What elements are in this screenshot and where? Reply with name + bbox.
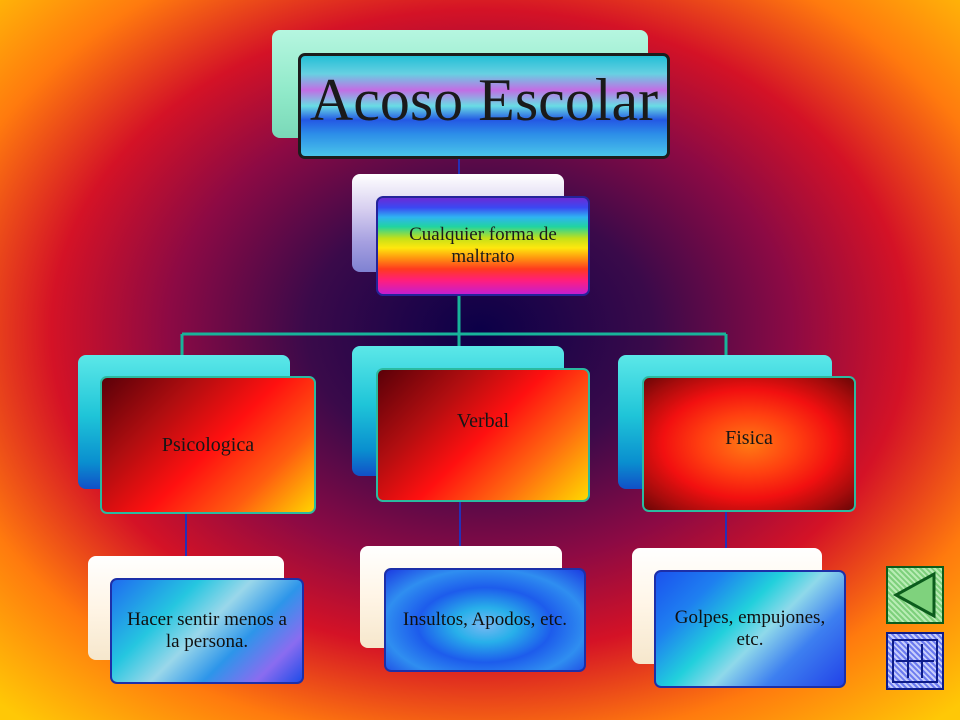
end-button[interactable] — [886, 632, 944, 690]
example-verbal-text: Insultos, Apodos, etc. — [402, 609, 568, 630]
example-fisica-box: Golpes, empujones, etc. — [654, 570, 846, 688]
triangle-left-icon — [892, 571, 936, 619]
title-text: Acoso Escolar — [309, 67, 659, 133]
end-icon — [892, 639, 938, 683]
example-fisica-text: Golpes, empujones, etc. — [674, 607, 826, 650]
example-verbal-box: Insultos, Apodos, etc. — [384, 568, 586, 672]
definition-box: Cualquier forma de maltrato — [376, 196, 590, 296]
category-psicologica-label: Psicologica — [161, 433, 255, 456]
definition-text: Cualquier forma de maltrato — [409, 224, 557, 267]
title-box: Acoso Escolar — [298, 53, 670, 159]
category-fisica-box: Fisica — [642, 376, 856, 512]
category-verbal-label: Verbal — [456, 409, 510, 432]
back-button[interactable] — [886, 566, 944, 624]
example-psicologica-text: Hacer sentir menos a la persona. — [127, 609, 287, 652]
example-psicologica-box: Hacer sentir menos a la persona. — [110, 578, 304, 684]
category-psicologica-box: Psicologica — [100, 376, 316, 514]
category-fisica-label: Fisica — [725, 426, 773, 449]
category-verbal-box: Verbal — [376, 368, 590, 502]
